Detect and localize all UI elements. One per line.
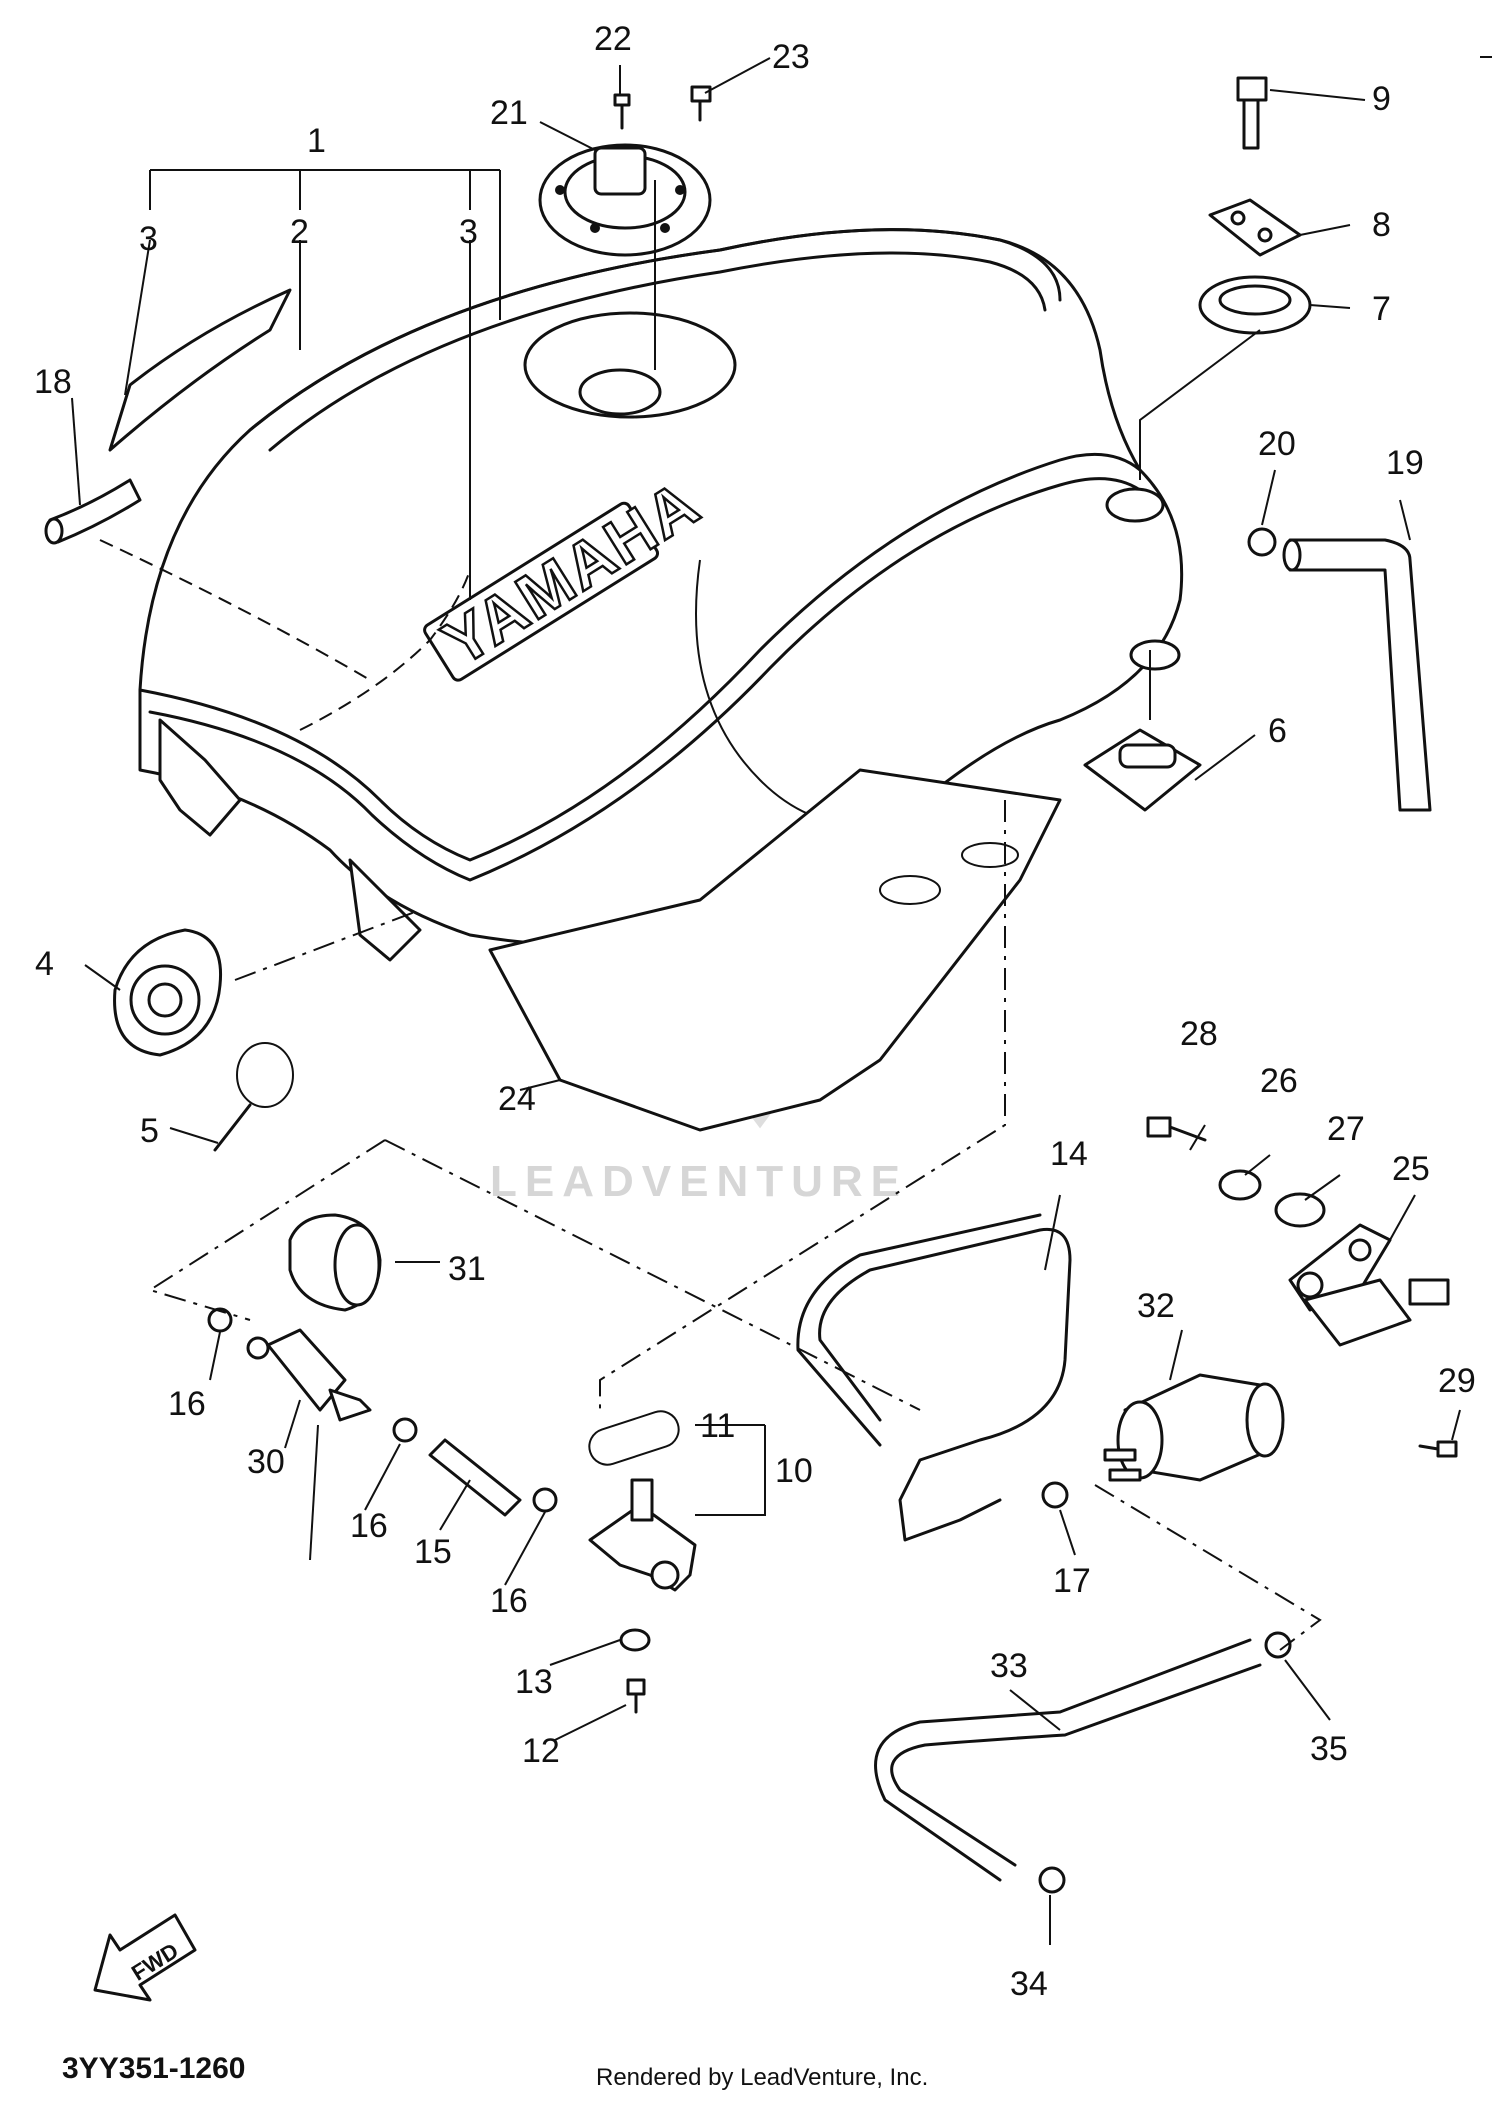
bolt-9 xyxy=(1236,76,1268,150)
callout-19: 19 xyxy=(1386,444,1424,482)
callout-22: 22 xyxy=(594,20,632,58)
o-ring-11 xyxy=(588,1410,680,1466)
clip-34 xyxy=(1038,1866,1066,1894)
callout-20: 20 xyxy=(1258,425,1296,463)
fuel-filter-holder-31 xyxy=(288,1213,382,1312)
clip-16c xyxy=(532,1487,558,1513)
callout-16c: 16 xyxy=(490,1582,528,1620)
callout-27: 27 xyxy=(1327,1110,1365,1148)
tank-undercover-plate xyxy=(488,768,1062,1132)
callout-16a: 16 xyxy=(168,1385,206,1423)
fuel-hose-14 xyxy=(796,1213,1072,1542)
callout-13: 13 xyxy=(515,1663,553,1701)
callout-8: 8 xyxy=(1372,206,1391,244)
damper-7 xyxy=(1198,275,1312,335)
filler-cap-21 xyxy=(538,143,712,257)
callout-6: 6 xyxy=(1268,712,1287,750)
callout-4: 4 xyxy=(35,945,54,983)
callout-26: 26 xyxy=(1260,1062,1298,1100)
tube-18 xyxy=(44,478,142,545)
callout-2: 2 xyxy=(290,213,309,251)
fuel-gauge-cap-4 xyxy=(113,928,223,1057)
callout-33: 33 xyxy=(990,1647,1028,1685)
band-5 xyxy=(213,1042,294,1152)
washer-13 xyxy=(619,1628,651,1652)
fuel-cock-10 xyxy=(588,1478,697,1592)
screw-29 xyxy=(1418,1440,1458,1458)
callout-3b: 3 xyxy=(459,213,478,251)
part-code-label: 3YY351-1260 xyxy=(62,2052,246,2085)
clip-16a xyxy=(207,1307,233,1333)
callout-32: 32 xyxy=(1137,1287,1175,1325)
callout-3a: 3 xyxy=(139,220,158,258)
callout-25: 25 xyxy=(1392,1150,1430,1188)
callout-34: 34 xyxy=(1010,1965,1048,2003)
callout-31: 31 xyxy=(448,1250,486,1288)
callout-15: 15 xyxy=(414,1533,452,1571)
clip-20 xyxy=(1247,527,1277,557)
watermark-text: LEADVENTURE xyxy=(490,1157,908,1206)
callout-1: 1 xyxy=(307,122,326,160)
callout-14: 14 xyxy=(1050,1135,1088,1173)
callout-5: 5 xyxy=(140,1112,159,1150)
fuel-pump-32 xyxy=(1103,1373,1285,1482)
callout-7: 7 xyxy=(1372,290,1391,328)
screw-23 xyxy=(690,85,712,122)
pump-relay-25 xyxy=(1288,1223,1450,1347)
bolt-28 xyxy=(1146,1116,1207,1142)
clip-17 xyxy=(1041,1481,1069,1509)
clip-35 xyxy=(1264,1631,1292,1659)
callout-30: 30 xyxy=(247,1443,285,1481)
callout-28: 28 xyxy=(1180,1015,1218,1053)
screw-22 xyxy=(613,93,631,130)
render-credit-label: Rendered by LeadVenture, Inc. xyxy=(596,2064,929,2091)
callout-35: 35 xyxy=(1310,1730,1348,1768)
callout-12: 12 xyxy=(522,1732,560,1770)
collar-plate-8 xyxy=(1208,198,1302,257)
callout-21: 21 xyxy=(490,94,528,132)
callout-10: 10 xyxy=(775,1452,813,1490)
clip-16b xyxy=(392,1417,418,1443)
callout-11: 11 xyxy=(700,1407,735,1445)
hose-15 xyxy=(428,1438,522,1517)
callout-16b: 16 xyxy=(350,1507,388,1545)
emblem-strip-3 xyxy=(108,288,292,452)
fuel-tank: YAMAHA xyxy=(99,228,1184,962)
damper-6 xyxy=(1083,728,1202,812)
grommet-27 xyxy=(1274,1192,1326,1228)
callout-17: 17 xyxy=(1053,1562,1091,1600)
collar-26 xyxy=(1218,1169,1262,1201)
fuel-filter-30 xyxy=(246,1328,372,1422)
callout-9: 9 xyxy=(1372,80,1391,118)
forward-direction-arrow: FWD xyxy=(93,1913,197,2002)
callout-labels: 1 2 3 3 18 22 23 21 9 8 7 20 19 6 4 5 24… xyxy=(34,20,1476,2003)
callout-leaders xyxy=(71,57,1461,1945)
callout-23: 23 xyxy=(772,38,810,76)
callout-24: 24 xyxy=(498,1080,536,1118)
vent-hose-19 xyxy=(1282,538,1432,812)
screw-12 xyxy=(626,1678,646,1714)
callout-29: 29 xyxy=(1438,1362,1476,1400)
callout-18: 18 xyxy=(34,363,72,401)
fuel-hose-33 xyxy=(874,1638,1262,1882)
